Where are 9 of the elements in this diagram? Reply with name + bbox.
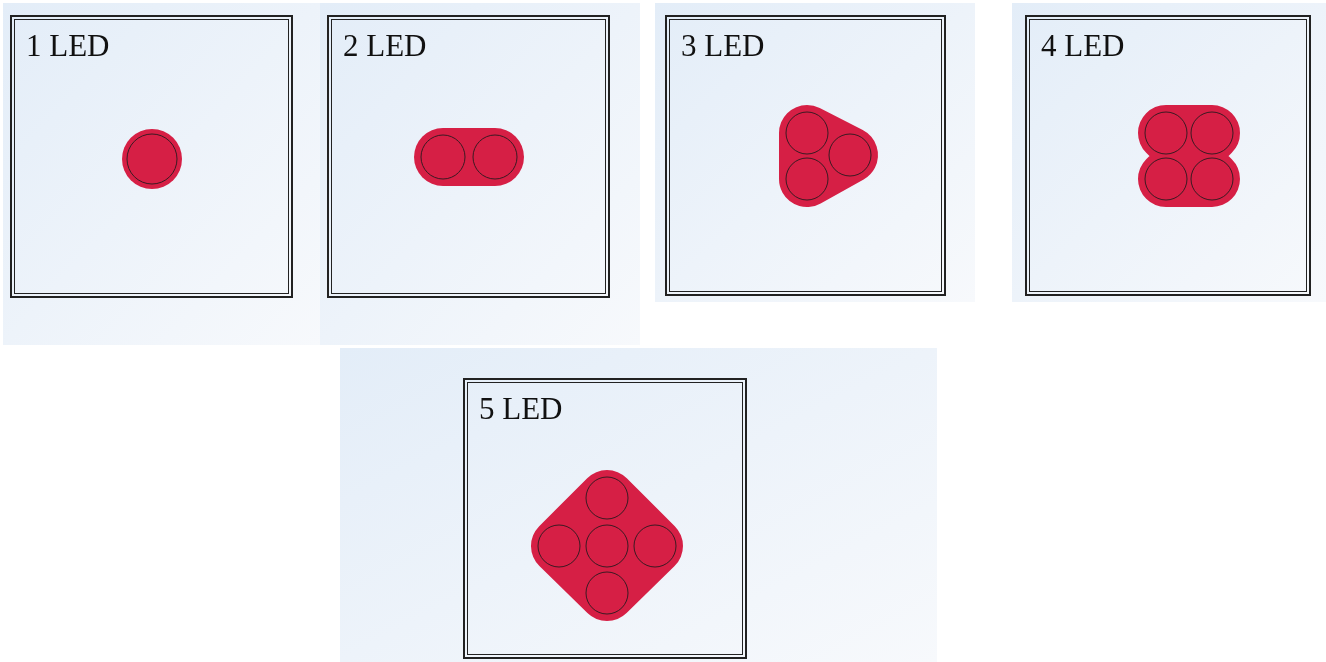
panel-frame: [327, 15, 610, 298]
panel-label: 5 LED: [479, 392, 563, 427]
panel-frame: [10, 15, 293, 298]
panel-frame: [463, 378, 747, 659]
panel-label: 1 LED: [26, 29, 110, 64]
panel-frame: [665, 15, 946, 296]
panel-label: 3 LED: [681, 29, 765, 64]
panel-label: 4 LED: [1041, 29, 1125, 64]
panel-label: 2 LED: [343, 29, 427, 64]
